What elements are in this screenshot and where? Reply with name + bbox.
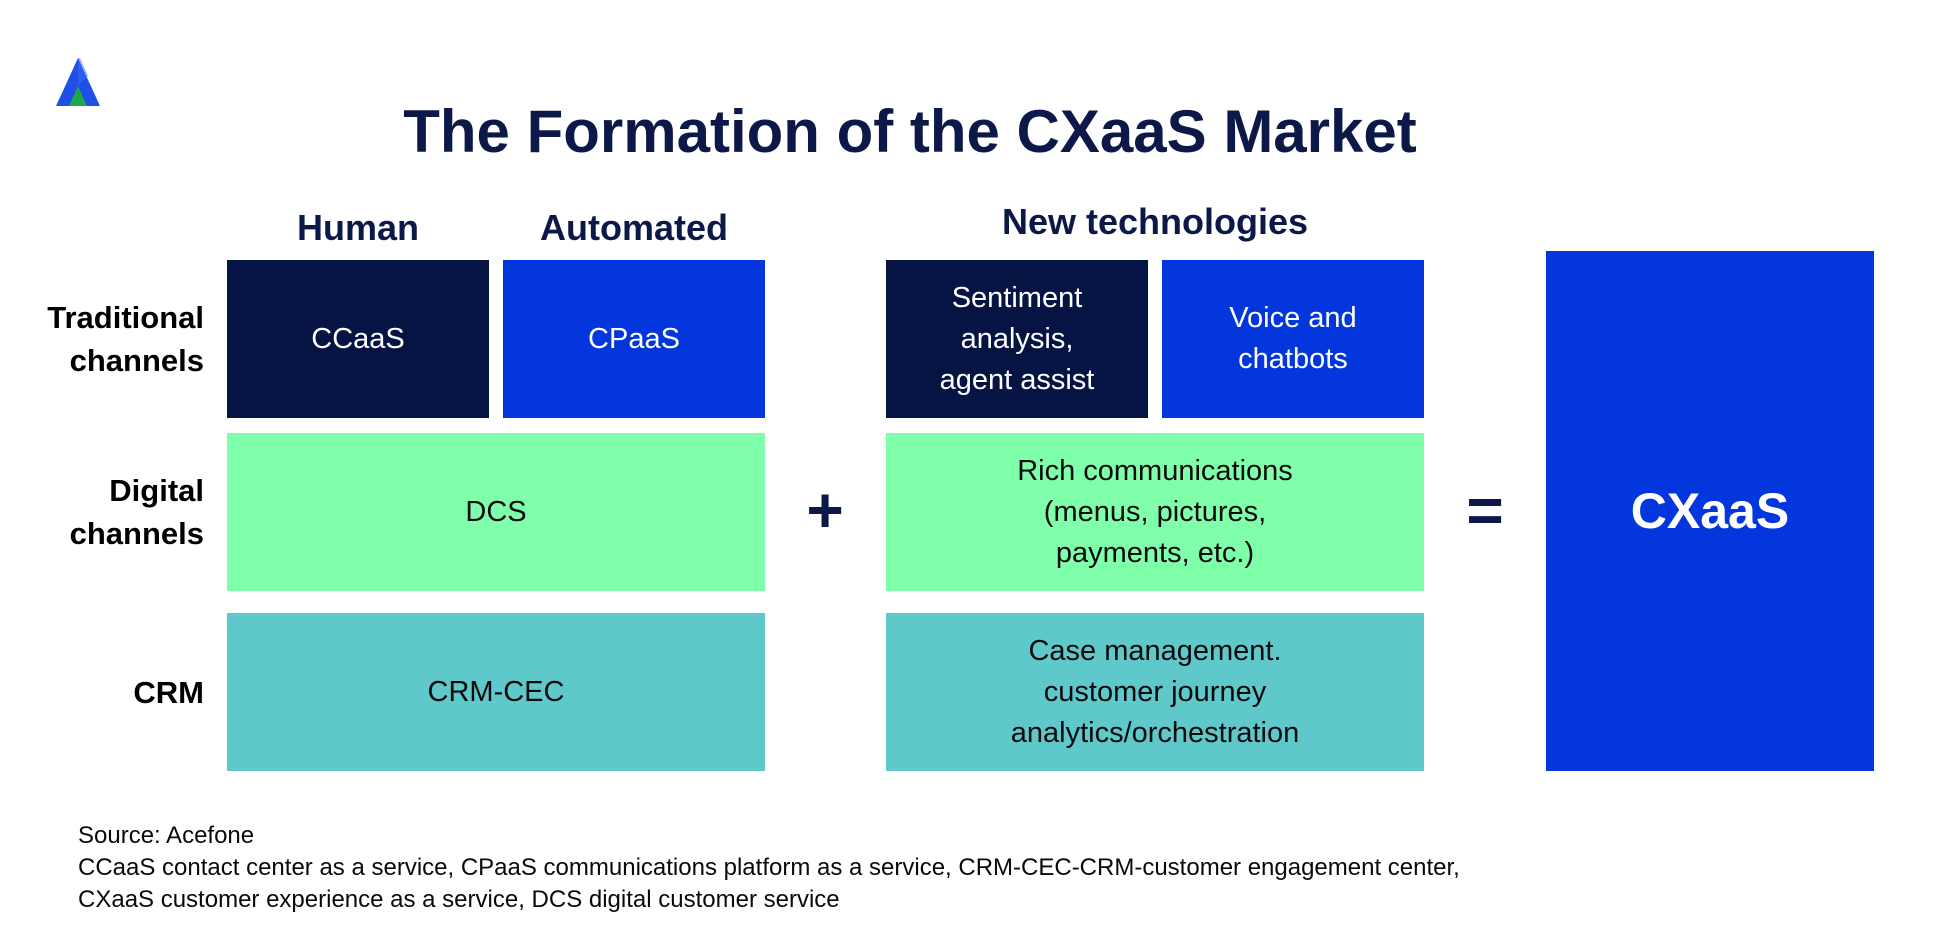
- footer-abbreviations-line-2: CXaaS customer experience as a service, …: [78, 886, 840, 913]
- row-label-traditional-channels: Traditional channels: [47, 300, 204, 378]
- footer-source: Source: Acefone: [78, 822, 255, 849]
- column-header-new-technologies: New technologies: [1001, 201, 1309, 242]
- box-ccaas: CCaaS: [227, 260, 489, 418]
- box-dcs: DCS: [227, 433, 765, 591]
- box-case-management: Case management. customer journey analyt…: [886, 613, 1424, 771]
- equals-symbol: =: [1466, 474, 1504, 546]
- row-label-crm: CRM: [133, 674, 204, 710]
- page-title: The Formation of the CXaaS Market: [403, 98, 1417, 165]
- triangle-logo-icon: [56, 58, 100, 106]
- box-crm-cec: CRM-CEC: [227, 613, 765, 771]
- box-rich-communications: Rich communications (menus, pictures, pa…: [886, 433, 1424, 591]
- box-sentiment-analysis: Sentiment analysis, agent assist: [886, 260, 1148, 418]
- footer-abbreviations-line-1: CCaaS contact center as a service, CPaaS…: [78, 854, 1460, 881]
- box-cpaas: CPaaS: [503, 260, 765, 418]
- box-voice-chatbots: Voice and chatbots: [1162, 260, 1424, 418]
- row-label-digital-channels: Digital channels: [69, 473, 204, 551]
- result-cxaas-box: CXaaS: [1546, 251, 1874, 771]
- plus-symbol: +: [806, 474, 844, 546]
- column-header-human: Human: [296, 207, 419, 248]
- column-header-automated: Automated: [540, 207, 728, 248]
